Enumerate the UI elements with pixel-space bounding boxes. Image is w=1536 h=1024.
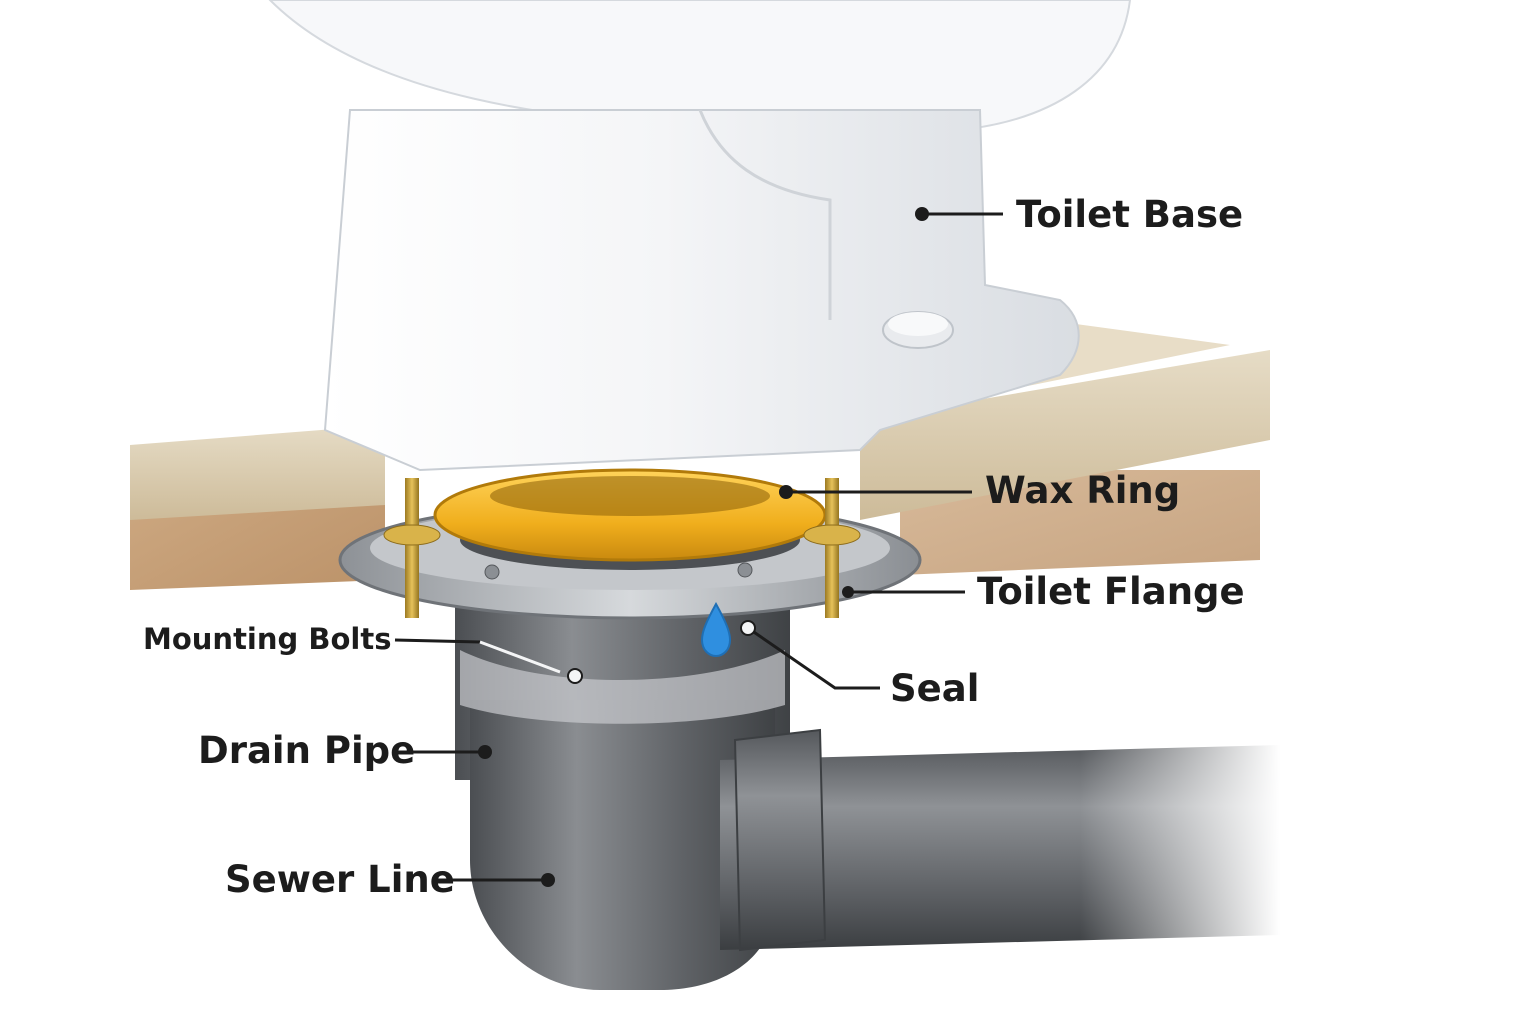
label-drain-pipe: Drain Pipe bbox=[198, 729, 416, 772]
label-seal: Seal bbox=[890, 667, 980, 710]
mounting-bolts bbox=[383, 478, 861, 618]
leader-dots bbox=[478, 207, 929, 887]
label-mounting-bolts: Mounting Bolts bbox=[143, 622, 392, 656]
label-toilet-flange: Toilet Flange bbox=[977, 570, 1245, 613]
water-drop-icon bbox=[700, 601, 732, 658]
toilet-base bbox=[268, 0, 1132, 472]
label-toilet-base: Toilet Base bbox=[1016, 193, 1244, 236]
label-wax-ring: Wax Ring bbox=[985, 469, 1181, 512]
label-sewer-line: Sewer Line bbox=[225, 858, 455, 901]
wax-ring bbox=[433, 468, 827, 562]
leader-lines bbox=[394, 212, 1003, 882]
sewer-line bbox=[720, 728, 1280, 952]
